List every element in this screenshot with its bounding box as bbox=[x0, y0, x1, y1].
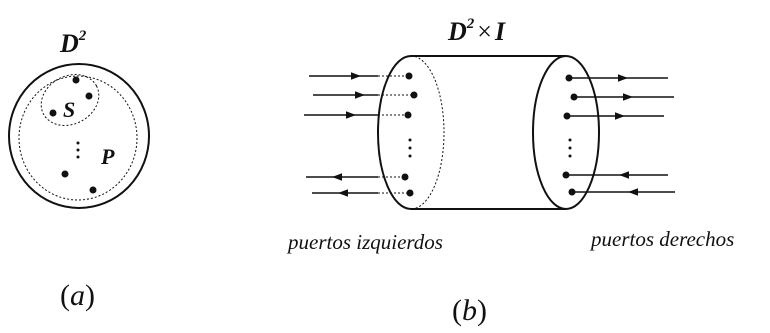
region-s-boundary bbox=[40, 74, 100, 126]
port-point bbox=[401, 173, 409, 181]
point bbox=[85, 92, 93, 100]
point bbox=[61, 170, 69, 178]
vertical-ellipsis bbox=[76, 141, 80, 159]
left-disk-back bbox=[410, 55, 445, 210]
figure-b: D2×I bbox=[286, 16, 734, 327]
port-point bbox=[405, 72, 413, 80]
caption-a: (a) bbox=[60, 279, 95, 312]
port-point bbox=[404, 111, 412, 119]
figure-a-title: D2 bbox=[59, 28, 87, 58]
point bbox=[72, 76, 80, 84]
right-ports-label: puertos derechos bbox=[589, 227, 734, 251]
region-p-boundary bbox=[18, 75, 138, 201]
caption-b: (b) bbox=[452, 294, 487, 327]
left-disk-front bbox=[377, 55, 412, 210]
figure-a: D2 S P (a) bbox=[8, 28, 150, 312]
left-ports bbox=[304, 72, 418, 197]
label-p: P bbox=[100, 144, 115, 169]
port-point bbox=[410, 91, 418, 99]
right-ports bbox=[562, 74, 675, 196]
vertical-ellipsis bbox=[568, 138, 572, 158]
right-disk bbox=[532, 55, 600, 210]
point bbox=[89, 186, 97, 194]
label-s: S bbox=[63, 97, 75, 122]
port-point bbox=[406, 189, 414, 197]
vertical-ellipsis bbox=[408, 138, 412, 158]
point bbox=[49, 109, 57, 117]
left-ports-label: puertos izquierdos bbox=[286, 230, 443, 254]
figure-b-title: D2×I bbox=[447, 16, 506, 46]
disk-boundary bbox=[8, 63, 150, 209]
